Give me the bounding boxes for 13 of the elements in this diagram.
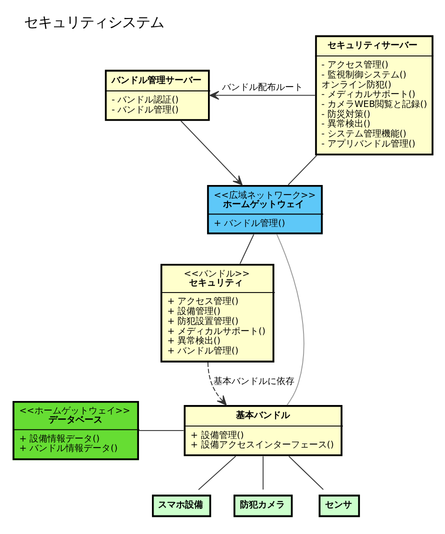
connector [262,456,264,490]
diagram-title: セキュリティシステム [24,15,164,32]
connector [198,456,236,490]
edge-label: 基本バンドルに依存 [213,376,294,387]
connector [288,456,324,490]
arrow [206,362,226,406]
arrow [180,120,242,186]
connector [276,234,304,406]
connector [138,430,184,432]
connector [287,155,317,186]
edge-label: バンドル配布ルート [221,82,302,93]
arrow [208,90,315,100]
connector [239,234,254,264]
